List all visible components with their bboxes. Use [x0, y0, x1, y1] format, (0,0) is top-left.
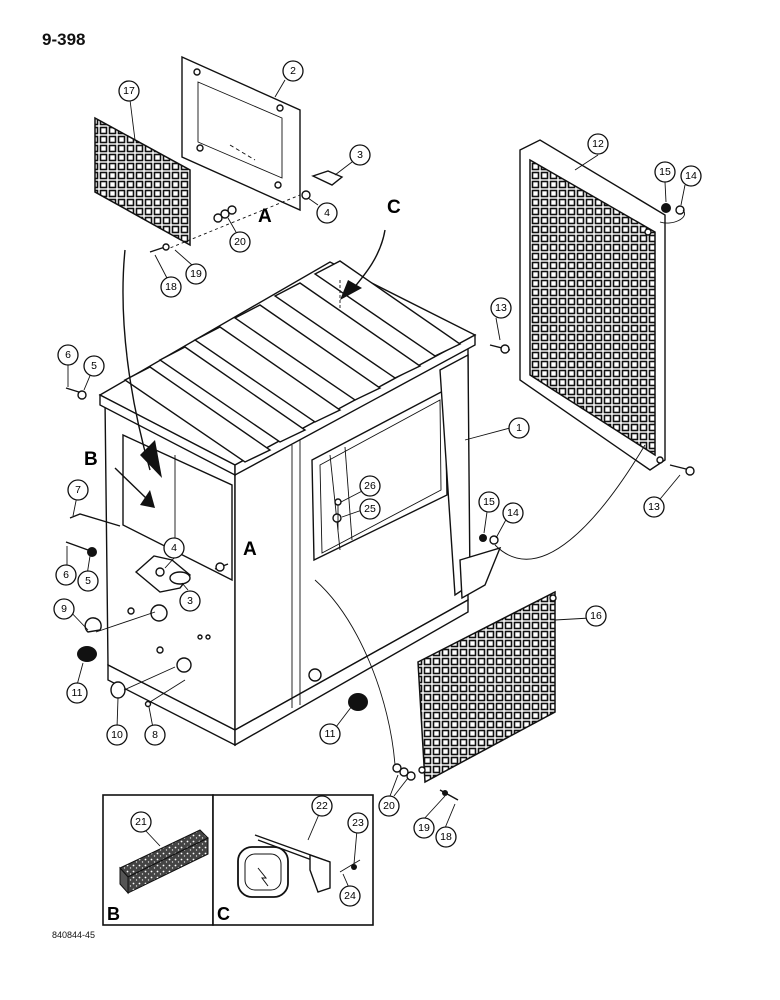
- svg-text:14: 14: [507, 507, 519, 519]
- svg-text:20: 20: [234, 236, 246, 248]
- guard-plate-2: [181, 55, 301, 212]
- callout-21: 21: [130, 811, 152, 833]
- callout-12: 12: [587, 133, 609, 155]
- callout-7: 7: [67, 479, 89, 501]
- svg-text:5: 5: [91, 360, 97, 372]
- callout-14-top: 14: [680, 165, 702, 187]
- svg-text:14: 14: [685, 170, 697, 182]
- arrow-b-curve: [122, 249, 151, 471]
- section-letter-c: C: [387, 197, 401, 218]
- svg-text:23: 23: [352, 817, 364, 829]
- svg-text:17: 17: [123, 85, 135, 97]
- svg-text:15: 15: [659, 166, 671, 178]
- callout-6-mid: 6: [55, 564, 77, 586]
- svg-text:2: 2: [290, 65, 296, 77]
- callout-3-top: 3: [349, 144, 371, 166]
- callout-8: 8: [144, 724, 166, 746]
- svg-text:10: 10: [111, 729, 123, 741]
- svg-text:20: 20: [383, 800, 395, 812]
- screen-16: [417, 590, 557, 784]
- callout-22: 22: [311, 795, 333, 817]
- page-number: 9-398: [42, 30, 86, 49]
- callout-19-top: 19: [185, 263, 207, 285]
- callout-18-top: 18: [160, 276, 182, 298]
- svg-text:9: 9: [61, 603, 67, 615]
- callout-19-bottom: 19: [413, 817, 435, 839]
- svg-text:18: 18: [165, 281, 177, 293]
- arrow-b-head: [140, 440, 162, 478]
- svg-text:25: 25: [364, 503, 376, 515]
- hardware-top-a: [149, 170, 344, 253]
- callout-24: 24: [339, 885, 361, 907]
- svg-text:6: 6: [63, 569, 69, 581]
- svg-text:19: 19: [418, 822, 430, 834]
- svg-text:6: 6: [65, 349, 71, 361]
- svg-text:3: 3: [357, 149, 363, 161]
- svg-text:7: 7: [75, 484, 81, 496]
- screen-17: [94, 116, 191, 247]
- svg-text:3: 3: [187, 595, 193, 607]
- section-letter-a-side: A: [243, 539, 257, 560]
- arrow-c-head: [340, 280, 362, 300]
- svg-text:1: 1: [516, 422, 522, 434]
- svg-text:15: 15: [483, 496, 495, 508]
- cab-body: [104, 333, 502, 747]
- callout-17: 17: [118, 80, 140, 102]
- svg-text:19: 19: [190, 268, 202, 280]
- callout-23: 23: [347, 812, 369, 834]
- svg-text:26: 26: [364, 480, 376, 492]
- svg-text:24: 24: [344, 890, 356, 902]
- callout-11-right: 11: [319, 723, 341, 745]
- detail-label-b: B: [107, 904, 120, 924]
- callout-9: 9: [53, 598, 75, 620]
- section-letter-a-top: A: [258, 206, 272, 227]
- callout-4-top: 4: [316, 202, 338, 224]
- callout-3-mid: 3: [179, 590, 201, 612]
- leader-line: [314, 579, 396, 766]
- callout-13-bottom: 13: [643, 496, 665, 518]
- screen-12: [519, 139, 666, 471]
- svg-text:4: 4: [171, 542, 177, 554]
- callout-15-top: 15: [654, 161, 676, 183]
- callout-4-mid: 4: [163, 537, 185, 559]
- detail-label-c: C: [217, 904, 230, 924]
- callout-1: 1: [508, 417, 530, 439]
- callout-6-top: 6: [57, 344, 79, 366]
- callout-26: 26: [359, 475, 381, 497]
- svg-text:8: 8: [152, 729, 158, 741]
- callout-18-bottom: 18: [435, 826, 457, 848]
- svg-text:13: 13: [495, 302, 507, 314]
- callout-25: 25: [359, 498, 381, 520]
- svg-text:21: 21: [135, 816, 147, 828]
- callout-5-mid: 5: [77, 570, 99, 592]
- svg-text:18: 18: [440, 831, 452, 843]
- svg-text:11: 11: [72, 687, 83, 699]
- svg-text:22: 22: [316, 800, 328, 812]
- svg-text:13: 13: [648, 501, 660, 513]
- callout-13-top: 13: [490, 297, 512, 319]
- callout-20-top: 20: [229, 231, 251, 253]
- callout-10: 10: [106, 724, 128, 746]
- callout-2: 2: [282, 60, 304, 82]
- section-letter-b: B: [84, 449, 98, 470]
- latch-bracket-3: [134, 555, 191, 593]
- callout-5-top: 5: [83, 355, 105, 377]
- svg-text:16: 16: [590, 610, 602, 622]
- callout-14-mid: 14: [502, 502, 524, 524]
- callout-11-left: 11: [66, 682, 88, 704]
- figure-code: 840844-45: [52, 930, 96, 940]
- callout-20-bottom: 20: [378, 795, 400, 817]
- nut-15-upper: [661, 203, 671, 213]
- callout-16: 16: [585, 605, 607, 627]
- detail-box-b: [102, 794, 214, 926]
- svg-text:5: 5: [85, 575, 91, 587]
- svg-text:12: 12: [592, 138, 604, 150]
- svg-text:11: 11: [325, 728, 336, 740]
- svg-text:4: 4: [324, 207, 330, 219]
- callout-15-mid: 15: [478, 491, 500, 513]
